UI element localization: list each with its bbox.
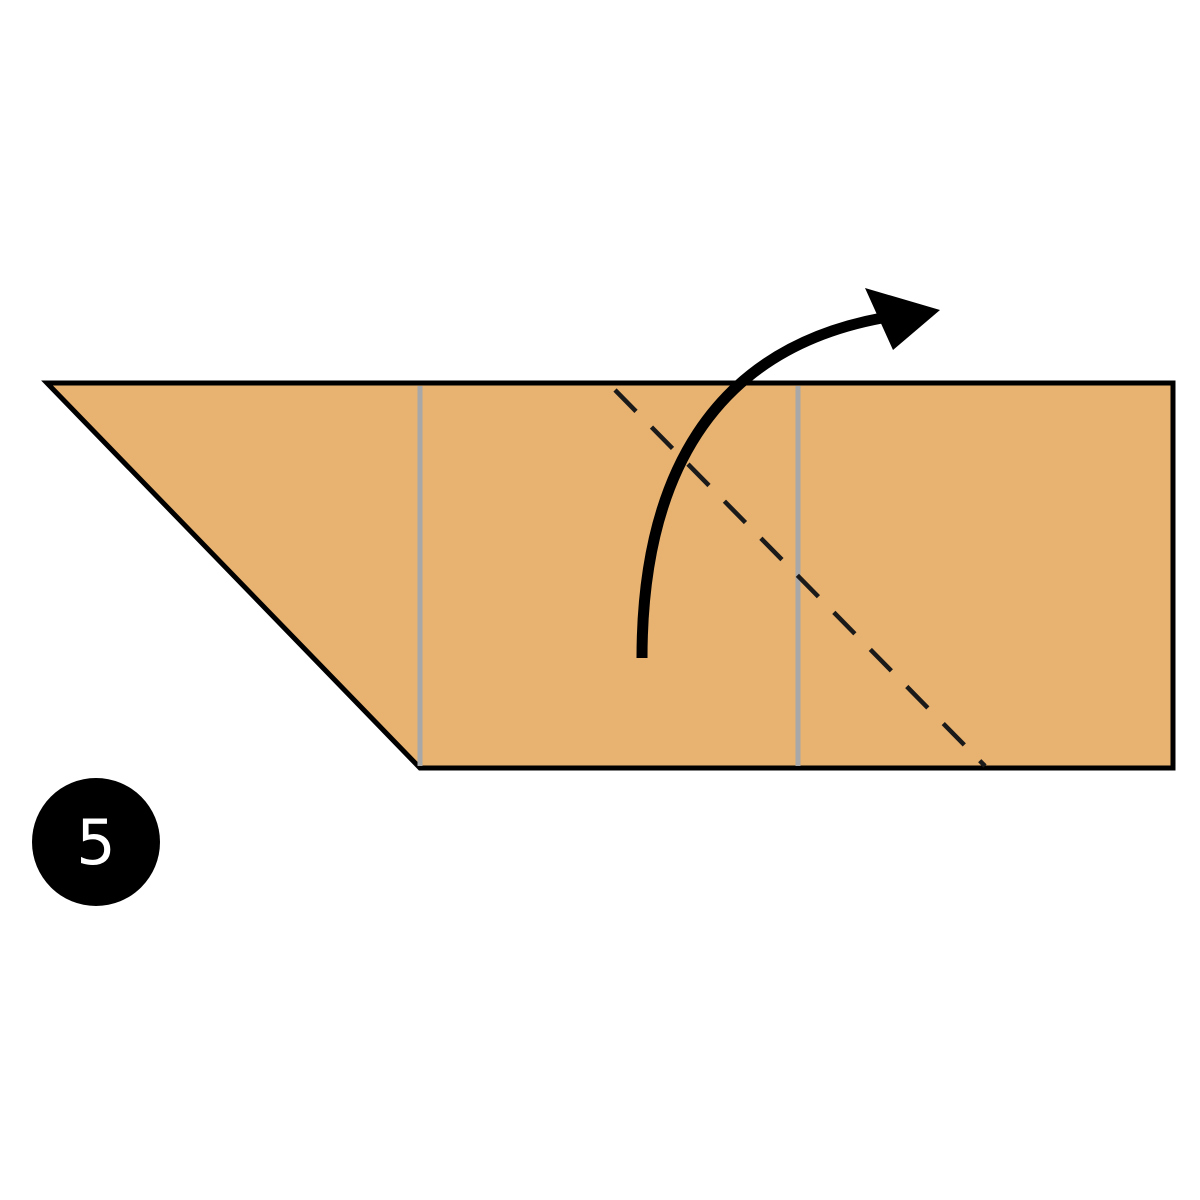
step-number: 5 [76,806,115,879]
paper-shape [41,380,1176,771]
arrow-head-icon [865,288,940,350]
curved-arrow-icon [636,312,884,659]
step-badge [32,778,160,906]
valley-fold-line [613,388,987,768]
